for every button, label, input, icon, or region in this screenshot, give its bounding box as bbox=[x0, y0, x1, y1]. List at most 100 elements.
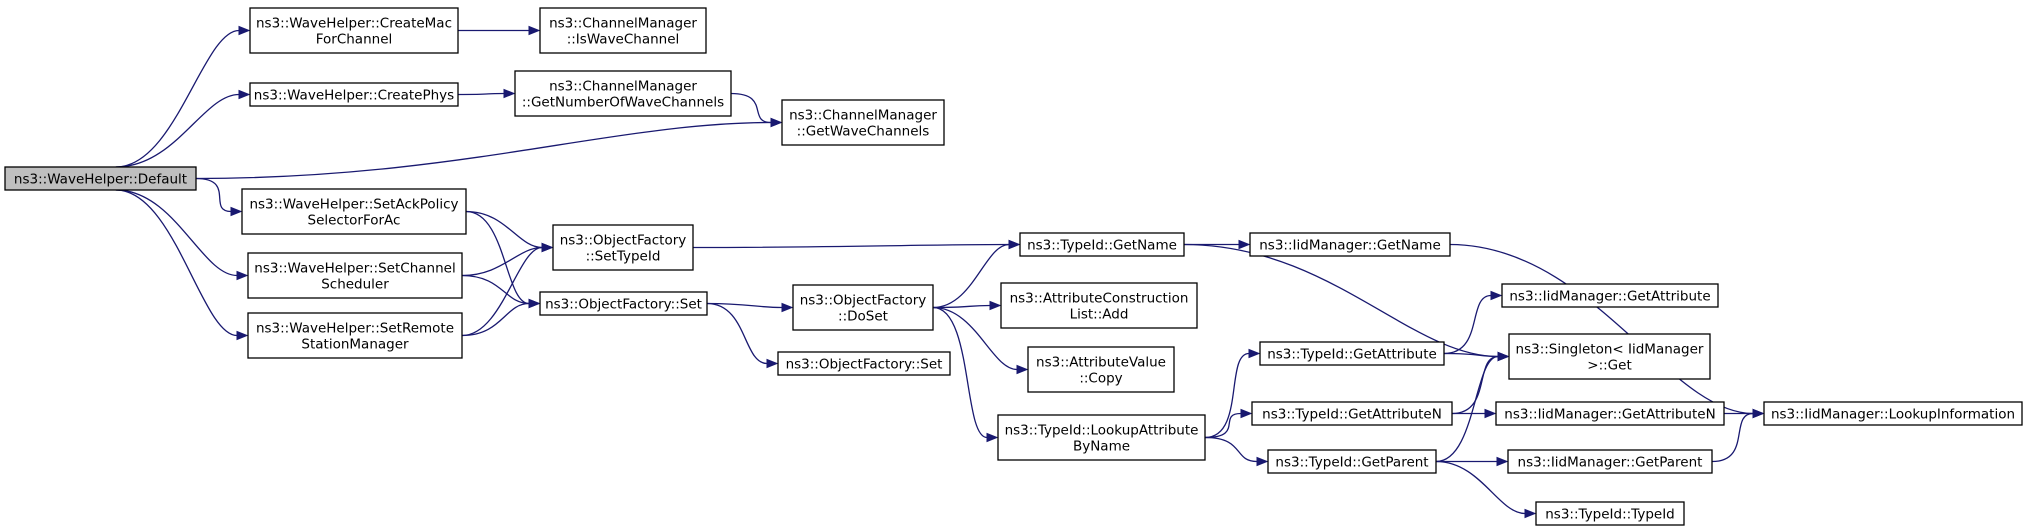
node-lookupinfo[interactable]: ns3::IidManager::LookupInformation bbox=[1763, 401, 2023, 426]
node-label: ns3::AttributeConstruction bbox=[1010, 291, 1189, 307]
node-typeidctor[interactable]: ns3::TypeId::TypeId bbox=[1535, 501, 1685, 526]
node-iidgetname[interactable]: ns3::IidManager::GetName bbox=[1249, 232, 1451, 257]
node-label: StationManager bbox=[301, 337, 409, 353]
node-getwave[interactable]: ns3::ChannelManager::GetWaveChannels bbox=[781, 99, 945, 146]
node-ofset[interactable]: ns3::ObjectFactory::Set bbox=[539, 291, 708, 316]
node-box bbox=[1267, 449, 1437, 474]
node-box bbox=[792, 284, 934, 331]
edge-getnumber-to-getwave bbox=[730, 92, 783, 128]
edge-iidgetparent-to-lookupinfo bbox=[1711, 408, 1765, 463]
arrowhead bbox=[236, 270, 249, 281]
node-layer: ns3::WaveHelper::Defaultns3::WaveHelper:… bbox=[4, 7, 2023, 526]
arrowhead bbox=[1238, 239, 1251, 250]
node-label: ::GetWaveChannels bbox=[797, 124, 930, 140]
edge-createphys-to-getnumber bbox=[457, 88, 516, 99]
node-label: ns3::TypeId::GetParent bbox=[1275, 455, 1428, 471]
edge-ofset-to-ofset2 bbox=[706, 302, 779, 369]
node-box bbox=[247, 252, 463, 299]
edge-default-to-setchannel bbox=[115, 189, 249, 281]
node-singleton[interactable]: ns3::Singleton< IidManager >::Get bbox=[1508, 333, 1711, 380]
node-box bbox=[1763, 401, 2023, 426]
node-label: ns3::IidManager::LookupInformation bbox=[1771, 407, 2015, 423]
node-label: ::IsWaveChannel bbox=[567, 32, 680, 48]
node-iidgetparent[interactable]: ns3::IidManager::GetParent bbox=[1507, 449, 1713, 474]
node-box bbox=[777, 351, 951, 376]
node-setack[interactable]: ns3::WaveHelper::SetAckPolicySelectorFor… bbox=[241, 188, 467, 235]
node-box bbox=[1508, 333, 1711, 380]
node-settypeid[interactable]: ns3::ObjectFactory::SetTypeId bbox=[552, 224, 694, 271]
node-label: ns3::WaveHelper::SetChannel bbox=[254, 261, 455, 277]
node-label: ns3::WaveHelper::CreateMac bbox=[256, 16, 452, 32]
arrowhead bbox=[238, 25, 251, 36]
node-getname[interactable]: ns3::TypeId::GetName bbox=[1019, 232, 1185, 257]
node-default[interactable]: ns3::WaveHelper::Default bbox=[4, 166, 197, 191]
arrowhead bbox=[1497, 351, 1510, 362]
node-box bbox=[1507, 449, 1713, 474]
node-box bbox=[1501, 283, 1719, 308]
node-box bbox=[1535, 501, 1685, 526]
node-label: ns3::ObjectFactory::Set bbox=[786, 357, 943, 373]
arrowhead bbox=[1256, 456, 1269, 467]
node-box bbox=[539, 291, 708, 316]
edge-setack-to-settypeid bbox=[465, 210, 554, 253]
arrowhead bbox=[503, 88, 516, 99]
edge-setremote-to-ofset bbox=[461, 298, 541, 337]
node-label: ns3::TypeId::GetAttributeN bbox=[1262, 407, 1442, 423]
node-iidgetattrn[interactable]: ns3::IidManager::GetAttributeN bbox=[1495, 401, 1725, 426]
node-avcopy[interactable]: ns3::AttributeValue::Copy bbox=[1027, 346, 1175, 393]
edge-lookupattr-to-getattr bbox=[1204, 348, 1261, 439]
node-label: ::GetNumberOfWaveChannels bbox=[522, 95, 724, 111]
node-box bbox=[247, 312, 463, 359]
arrowhead bbox=[781, 302, 794, 313]
edge-getattr-to-iidgetattr bbox=[1443, 290, 1503, 355]
edge-lookupattr-to-getparent bbox=[1204, 436, 1269, 467]
node-label: ForChannel bbox=[316, 32, 393, 48]
arrowhead bbox=[1008, 239, 1021, 250]
node-iidgetattr[interactable]: ns3::IidManager::GetAttribute bbox=[1501, 283, 1719, 308]
node-label: ns3::ObjectFactory bbox=[560, 233, 687, 249]
edge-setremote-to-settypeid bbox=[461, 242, 554, 337]
arrowhead bbox=[1490, 290, 1503, 301]
edge-ofset-to-doset bbox=[706, 302, 794, 313]
node-getattr[interactable]: ns3::TypeId::GetAttribute bbox=[1259, 341, 1445, 366]
edge-getparent-to-iidgetparent bbox=[1435, 456, 1509, 467]
edge-doset-to-lookupattr bbox=[932, 306, 999, 443]
node-label: ns3::IidManager::GetParent bbox=[1518, 455, 1703, 471]
node-box bbox=[1000, 282, 1198, 329]
arrowhead bbox=[1248, 348, 1261, 359]
node-box bbox=[1259, 341, 1445, 366]
arrowhead bbox=[236, 330, 249, 341]
edge-default-to-getwave bbox=[195, 117, 783, 180]
edge-doset-to-getname bbox=[932, 239, 1021, 309]
node-box bbox=[249, 82, 459, 107]
node-box bbox=[249, 7, 459, 54]
arrowhead bbox=[766, 358, 779, 369]
node-label: ns3::AttributeValue bbox=[1036, 355, 1166, 371]
node-getparent[interactable]: ns3::TypeId::GetParent bbox=[1267, 449, 1437, 474]
arrowhead bbox=[230, 206, 243, 217]
edge-getparent-to-singleton bbox=[1435, 351, 1510, 463]
node-label: ns3::ChannelManager bbox=[789, 108, 937, 124]
edge-iidgetname-to-lookupinfo bbox=[1449, 243, 1765, 419]
node-getattrn[interactable]: ns3::TypeId::GetAttributeN bbox=[1251, 401, 1453, 426]
node-ofset2[interactable]: ns3::ObjectFactory::Set bbox=[777, 351, 951, 376]
node-getnumber[interactable]: ns3::ChannelManager::GetNumberOfWaveChan… bbox=[514, 70, 732, 117]
edge-doset-to-acladd bbox=[932, 300, 1002, 311]
node-createphys[interactable]: ns3::WaveHelper::CreatePhys bbox=[249, 82, 459, 107]
node-doset[interactable]: ns3::ObjectFactory::DoSet bbox=[792, 284, 934, 331]
edge-default-to-setremote bbox=[115, 189, 249, 341]
node-label: ns3::WaveHelper::CreatePhys bbox=[254, 88, 454, 104]
arrowhead bbox=[528, 25, 541, 36]
node-label: ns3::IidManager::GetAttribute bbox=[1509, 289, 1710, 305]
node-label: List::Add bbox=[1070, 307, 1129, 323]
node-label: ns3::Singleton< IidManager bbox=[1516, 342, 1704, 358]
edge-getattrn-to-iidgetattrn bbox=[1452, 408, 1497, 419]
node-label: ns3::WaveHelper::SetRemote bbox=[256, 321, 454, 337]
node-iswave[interactable]: ns3::ChannelManager::IsWaveChannel bbox=[539, 7, 707, 54]
